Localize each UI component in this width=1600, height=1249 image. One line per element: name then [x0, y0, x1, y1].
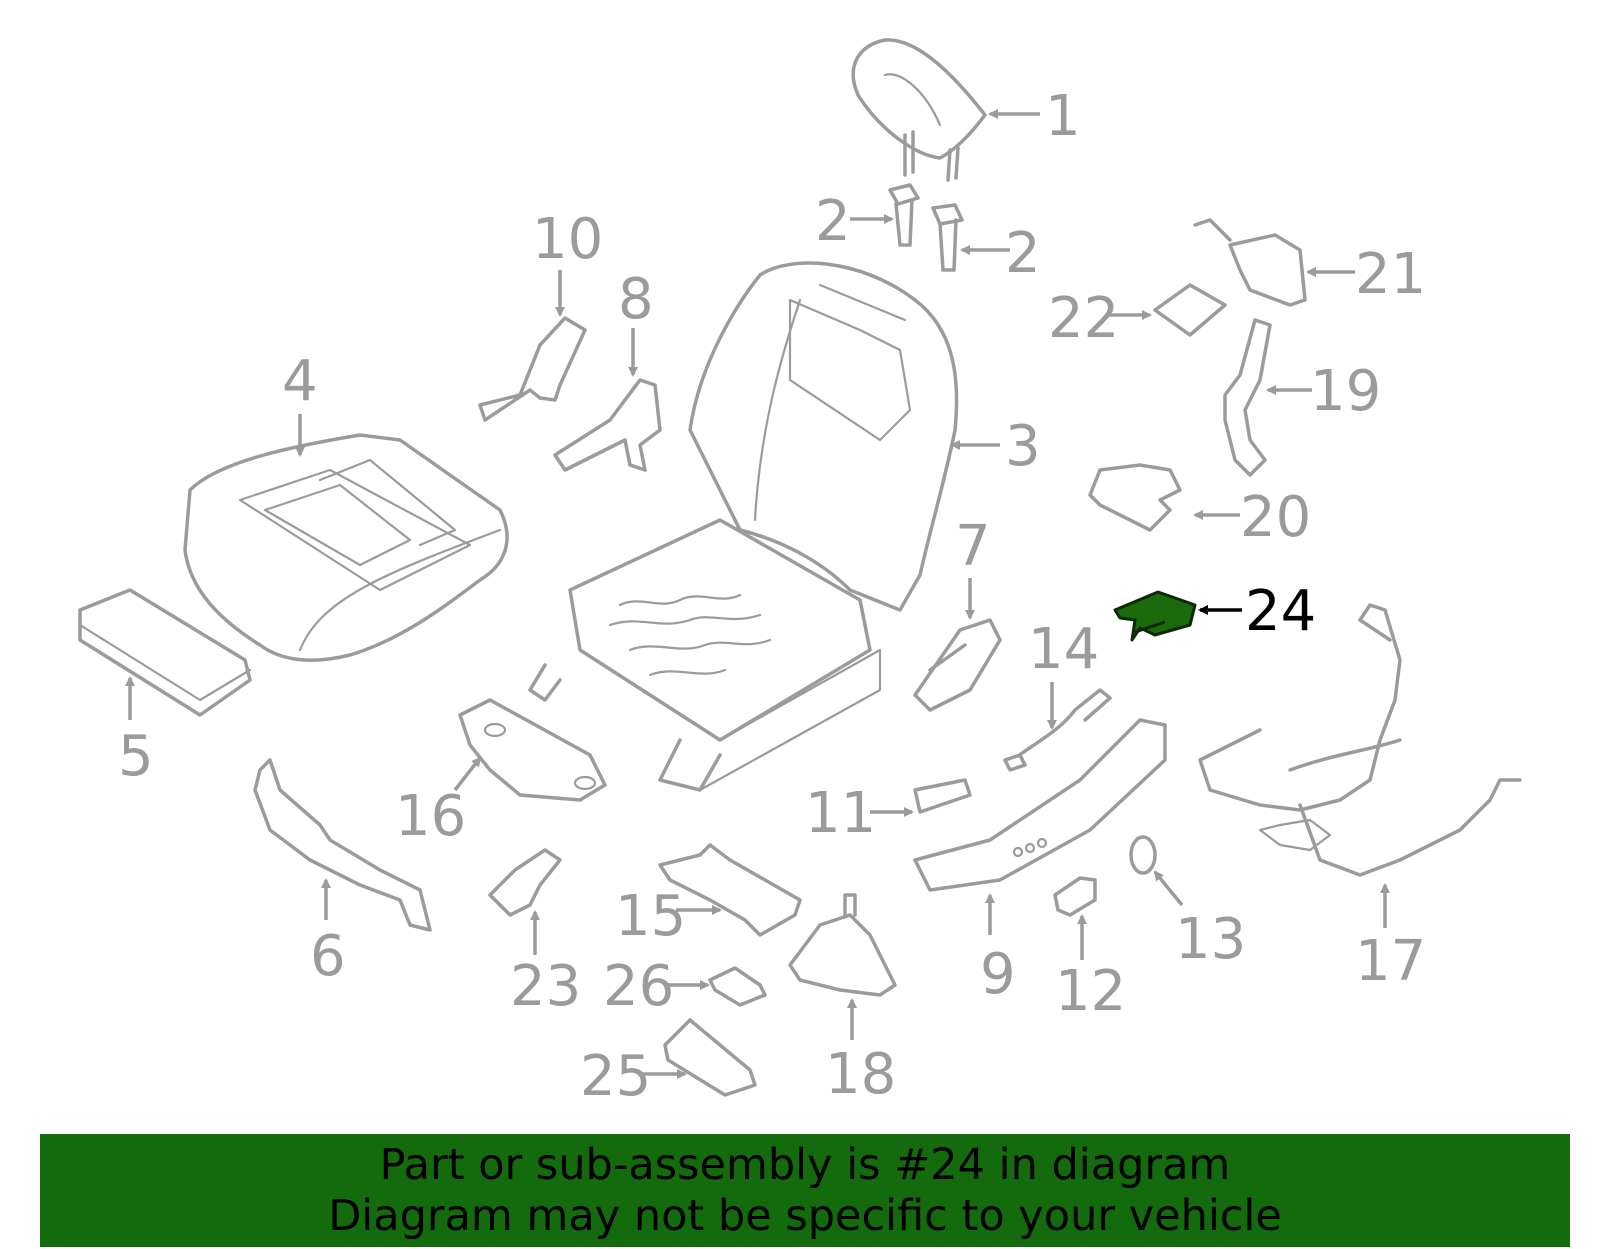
callout-26: 26 — [603, 954, 674, 1019]
part-4-seat-cushion[interactable] — [183, 433, 509, 662]
part-18-bracket[interactable] — [788, 893, 897, 997]
callout-16: 16 — [395, 784, 466, 849]
part-6-trim[interactable] — [253, 758, 432, 932]
part-5-pad[interactable] — [78, 588, 252, 717]
callout-11: 11 — [805, 781, 876, 846]
callout-13: 13 — [1175, 907, 1246, 972]
leader-arrows — [125, 109, 1390, 1079]
callout-18: 18 — [825, 1042, 896, 1107]
part-23-bracket[interactable] — [488, 848, 562, 917]
part-7-bracket[interactable] — [913, 618, 1002, 712]
callout-1: 1 — [1045, 84, 1081, 149]
callout-4: 4 — [282, 349, 318, 414]
callout-8: 8 — [618, 267, 654, 332]
callout-2b: 2 — [1005, 221, 1041, 286]
banner-line-2: Diagram may not be specific to your vehi… — [328, 1190, 1282, 1241]
part-15-bracket[interactable] — [658, 843, 802, 937]
callout-3: 3 — [1005, 414, 1041, 479]
banner-line-1: Part or sub-assembly is #24 in diagram — [379, 1139, 1231, 1190]
part-25-cover[interactable] — [663, 1018, 757, 1097]
part-21-module[interactable] — [1193, 218, 1307, 307]
part-22-pad[interactable] — [1153, 283, 1227, 337]
part-12-knob[interactable] — [1053, 876, 1097, 917]
part-24-highlighted[interactable] — [1113, 590, 1197, 642]
part-1-headrest[interactable] — [851, 38, 987, 182]
callout-6: 6 — [310, 924, 346, 989]
callout-10: 10 — [532, 207, 603, 272]
callout-20: 20 — [1240, 485, 1311, 550]
part-19-duct[interactable] — [1223, 318, 1272, 477]
part-10-bracket[interactable] — [478, 316, 587, 422]
callout-25: 25 — [580, 1044, 651, 1109]
part-11-cover[interactable] — [913, 778, 972, 814]
part-26-cover[interactable] — [708, 966, 767, 1007]
callout-15: 15 — [615, 884, 686, 949]
callout-17: 17 — [1355, 929, 1426, 994]
callout-5: 5 — [118, 724, 154, 789]
part-9-side-shield[interactable] — [913, 718, 1167, 892]
part-17-harness[interactable] — [1198, 603, 1522, 877]
callout-19: 19 — [1310, 359, 1381, 424]
callout-21: 21 — [1355, 242, 1426, 307]
callout-22: 22 — [1048, 286, 1119, 351]
info-banner: Part or sub-assembly is #24 in diagram D… — [40, 1134, 1570, 1247]
callout-7: 7 — [955, 514, 991, 579]
part-13-cap[interactable] — [1129, 835, 1157, 875]
part-14-cable[interactable] — [1003, 688, 1112, 772]
callout-9: 9 — [980, 942, 1016, 1007]
callout-14: 14 — [1028, 617, 1099, 682]
part-2-guide-right[interactable] — [931, 203, 964, 272]
callout-23: 23 — [510, 954, 581, 1019]
callout-24: 24 — [1245, 579, 1316, 644]
callout-2a: 2 — [815, 189, 851, 254]
part-8-bracket[interactable] — [553, 378, 662, 472]
part-3-seat-assembly[interactable] — [528, 261, 959, 792]
part-20-bracket[interactable] — [1088, 463, 1182, 532]
part-2-guide-left[interactable] — [888, 183, 920, 247]
part-16-bracket[interactable] — [458, 698, 607, 802]
callout-12: 12 — [1055, 959, 1126, 1024]
